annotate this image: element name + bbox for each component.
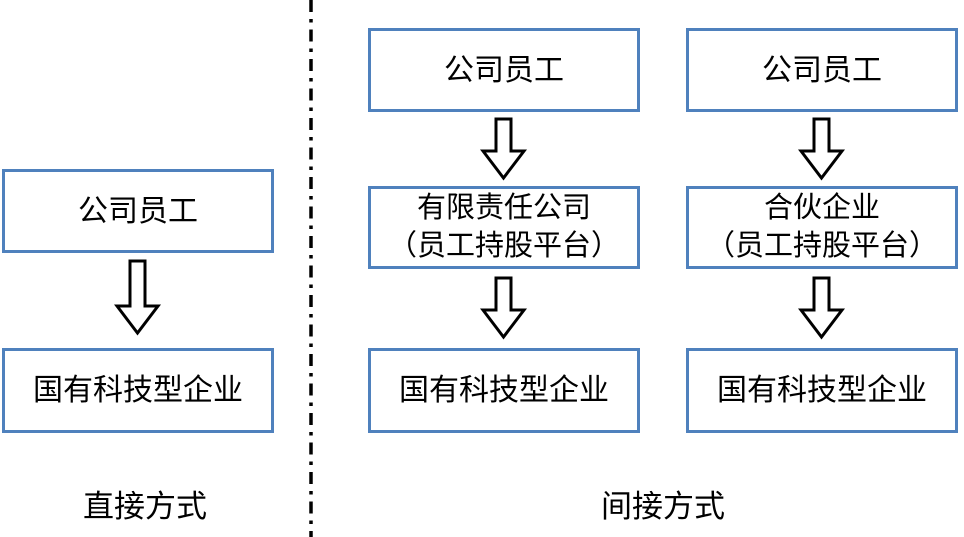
node-box-direct-employees: 公司员工 [2,169,274,253]
node-label: 公司员工 [444,53,564,87]
node-label: 有限责任公司 [416,191,591,224]
node-label: 公司员工 [762,53,882,87]
node-label: 国有科技型企业 [399,374,609,407]
node-label: （员工持股平台） [705,229,938,262]
node-box-col2-employees: 公司员工 [686,28,958,112]
down-arrow-icon [798,117,846,181]
node-box-col1-enterprise: 国有科技型企业 [368,348,640,433]
indirect-method-label: 间接方式 [601,489,725,524]
node-label: 国有科技型企业 [33,374,243,407]
down-arrow-icon [480,276,528,340]
node-box-col2-partnership-platform: 合伙企业 （员工持股平台） [686,186,958,269]
node-label: 公司员工 [78,194,198,228]
node-label: （员工持股平台） [387,229,620,262]
down-arrow-icon [480,117,528,181]
node-label: 合伙企业 [763,191,880,224]
divider-line [309,0,313,537]
down-arrow-icon [114,259,162,336]
direct-method-label: 直接方式 [83,489,207,524]
node-label: 国有科技型企业 [717,374,927,407]
down-arrow-icon [798,276,846,340]
node-box-col1-employees: 公司员工 [368,28,640,112]
node-box-direct-enterprise: 国有科技型企业 [2,348,274,433]
node-box-col1-llc-platform: 有限责任公司 （员工持股平台） [368,186,640,269]
node-box-col2-enterprise: 国有科技型企业 [686,348,958,433]
